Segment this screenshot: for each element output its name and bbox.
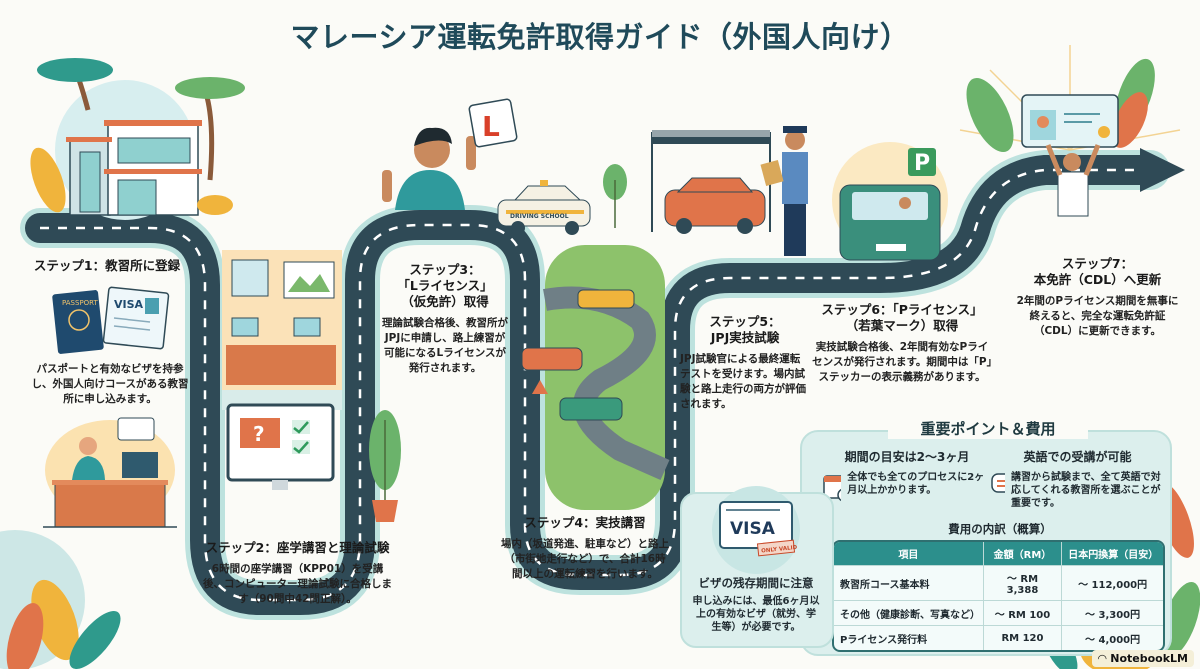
page-title: マレーシア運転免許取得ガイド（外国人向け） bbox=[290, 20, 910, 54]
step-3-title-line: 「Lライセンス」 bbox=[397, 278, 493, 293]
visa-card-warning-icon: VISA ONLY VALID bbox=[712, 486, 800, 574]
key-point-english: 英語での受講が可能 講習から試験まで、全て英語で対応してくれる教習所を選ぶことが… bbox=[990, 448, 1165, 510]
step-3-title-line: ステップ3： bbox=[409, 262, 481, 277]
fee-jpy: 〜 112,000円 bbox=[1061, 565, 1163, 600]
license-card-celebration-icon bbox=[959, 45, 1181, 217]
fees-table-header: 項目 金額（RM） 日本円換算（目安） bbox=[834, 542, 1163, 565]
table-row: Pライセンス発行料 RM 120 〜 4,000円 bbox=[834, 625, 1163, 650]
step-7-title-line: ステップ7： bbox=[1061, 256, 1134, 271]
step-3-title: ステップ3： 「Lライセンス」 （仮免許）取得 bbox=[382, 262, 508, 310]
visa-note-body: 申し込みには、最低6ヶ月以上の有効なビザ（就労、学生等）が必要です。 bbox=[692, 596, 820, 633]
step-3: ステップ3： 「Lライセンス」 （仮免許）取得 理論試験合格後、教習所がJPJに… bbox=[382, 262, 508, 376]
step-7: ステップ7： 本免許（CDL）へ更新 2年間のPライセンス期間を無事に終えると、… bbox=[1000, 256, 1195, 339]
l-plate-person-icon: L bbox=[382, 98, 518, 210]
road-center-line bbox=[40, 168, 1150, 602]
fee-rm: RM 120 bbox=[982, 625, 1062, 650]
l-plate-icon bbox=[468, 98, 518, 148]
tree-icon bbox=[603, 164, 627, 228]
notebooklm-logo-icon: ◠ bbox=[1097, 652, 1111, 665]
table-row: 教習所コース基本料 〜 RM 3,388 〜 112,000円 bbox=[834, 565, 1163, 600]
p-plate-letter: P bbox=[914, 151, 930, 176]
examiner-icon bbox=[760, 126, 808, 256]
step-7-body: 2年間のPライセンス期間を無事に終えると、完全な運転免許証（CDL）に更新できま… bbox=[1016, 295, 1179, 337]
computer-quiz-icon: ? bbox=[226, 403, 335, 490]
key-points-title: 重要ポイント＆費用 bbox=[888, 418, 1088, 439]
step-5-body: JPJ試験官による最終運転テストを受けます。場内試験と路上走行の両方が評価されま… bbox=[680, 353, 806, 410]
classroom-icon bbox=[222, 250, 342, 410]
step-6-title: ステップ6：「Pライセンス」 （若葉マーク）取得 bbox=[812, 302, 992, 334]
step-5-title-line: ステップ5： bbox=[709, 314, 781, 329]
fees-col-item: 項目 bbox=[834, 542, 983, 565]
step-3-title-line: （仮免許）取得 bbox=[401, 294, 489, 309]
step-1-title: ステップ1：教習所に登録 bbox=[33, 258, 181, 273]
fees-col-rm: 金額（RM） bbox=[982, 542, 1062, 565]
step-3-body: 理論試験合格後、教習所がJPJに申請し、路上練習が可能になるLライセンスが発行さ… bbox=[382, 317, 508, 374]
step-4-title: ステップ4：実技講習 bbox=[524, 515, 646, 530]
step-4-body: 場内（坂道発進、駐車など）と路上（市街地走行など）で、合計16時間以上の運転練習… bbox=[501, 538, 669, 580]
car-icon bbox=[664, 177, 766, 234]
fee-item: その他（健康診断、写真など） bbox=[834, 600, 983, 625]
key-point-duration: 期間の目安は2〜3ヶ月 全体でも全てのプロセスに2ヶ月以上かかります。 bbox=[822, 448, 992, 503]
l-plate-letter: L bbox=[482, 110, 500, 143]
step-4: ステップ4：実技講習 場内（坂道発進、駐車など）と路上（市街地走行など）で、合計… bbox=[500, 515, 670, 582]
fee-rm: 〜 RM 100 bbox=[982, 600, 1062, 625]
fees-table: 項目 金額（RM） 日本円換算（目安） 教習所コース基本料 〜 RM 3,388… bbox=[832, 540, 1165, 652]
practice-course-icon bbox=[521, 245, 670, 510]
fees-title: 費用の内訳（概算） bbox=[948, 522, 1052, 536]
step-2-body: 6時間の座学講習（KPP01）を受講後、コンピューター理論試験に合格します（90… bbox=[203, 563, 392, 605]
step-6-body: 実技試験合格後、2年間有効なPライセンスが発行されます。期間中は「P」ステッカー… bbox=[812, 341, 992, 383]
p-plate-icon bbox=[908, 148, 936, 176]
step-6-title-line: （若葉マーク）取得 bbox=[845, 318, 959, 333]
visa-label: VISA bbox=[114, 298, 144, 311]
step-7-title: ステップ7： 本免許（CDL）へ更新 bbox=[1000, 256, 1195, 288]
visa-note-title: ビザの残存期間に注意 bbox=[698, 576, 814, 590]
visa-note: ビザの残存期間に注意 申し込みには、最低6ヶ月以上の有効なビザ（就労、学生等）が… bbox=[684, 575, 828, 634]
step-6: ステップ6：「Pライセンス」 （若葉マーク）取得 実技試験合格後、2年間有効なP… bbox=[812, 302, 992, 385]
step-6-title-line: ステップ6：「Pライセンス」 bbox=[821, 302, 983, 317]
fee-item: 教習所コース基本料 bbox=[834, 565, 983, 600]
potted-plant-icon bbox=[369, 410, 401, 522]
driving-school-label: DRIVING SCHOOL bbox=[510, 213, 569, 220]
p-license-car-icon: P bbox=[832, 142, 948, 261]
decorative-leaves-bottom-left bbox=[0, 530, 121, 669]
visa-card-icon: VISA bbox=[102, 286, 170, 350]
key-point-english-head: 英語での受講が可能 bbox=[1023, 450, 1132, 464]
visa-note-card-label: VISA bbox=[730, 519, 776, 539]
step-1-body: パスポートと有効なビザを持参し、外国人向けコースがある教習所に申し込みます。 bbox=[31, 363, 189, 405]
finish-gate-icon bbox=[651, 130, 771, 232]
step-2: ステップ2：座学講習と理論試験 6時間の座学講習（KPP01）を受講後、コンピュ… bbox=[185, 540, 410, 607]
fees-col-jpy: 日本円換算（目安） bbox=[1061, 542, 1163, 565]
step-1: ステップ1：教習所に登録 bbox=[12, 258, 202, 274]
passport-icon: PASSPORT bbox=[52, 290, 104, 354]
driving-school-building-icon bbox=[30, 58, 245, 220]
chat-bubble-icon bbox=[991, 473, 1006, 493]
step-1-description: パスポートと有効なビザを持参し、外国人向けコースがある教習所に申し込みます。 bbox=[30, 362, 190, 407]
notebooklm-watermark: ◠ NotebookLM bbox=[1091, 650, 1194, 667]
fee-rm: 〜 RM 3,388 bbox=[982, 565, 1062, 600]
step-7-title-line: 本免許（CDL）へ更新 bbox=[1033, 272, 1162, 287]
table-row: その他（健康診断、写真など） 〜 RM 100 〜 3,300円 bbox=[834, 600, 1163, 625]
passport-label: PASSPORT bbox=[62, 299, 99, 307]
svg-text:?: ? bbox=[253, 422, 265, 446]
key-point-duration-head: 期間の目安は2〜3ヶ月 bbox=[844, 450, 970, 464]
watermark-text: NotebookLM bbox=[1110, 652, 1188, 665]
step-2-title: ステップ2：座学講習と理論試験 bbox=[205, 540, 390, 555]
fee-item: Pライセンス発行料 bbox=[834, 625, 983, 650]
fee-jpy: 〜 4,000円 bbox=[1061, 625, 1163, 650]
step-5-title: ステップ5： JPJ実技試験 bbox=[680, 314, 810, 346]
fee-jpy: 〜 3,300円 bbox=[1061, 600, 1163, 625]
arrow-right-icon bbox=[1140, 148, 1185, 192]
driving-school-car-icon: DRIVING SCHOOL bbox=[497, 180, 591, 235]
step-5: ステップ5： JPJ実技試験 JPJ試験官による最終運転テストを受けます。場内試… bbox=[680, 314, 810, 412]
key-point-english-body: 講習から試験まで、全て英語で対応してくれる教習所を選ぶことが重要です。 bbox=[1011, 472, 1161, 509]
step-5-title-line: JPJ実技試験 bbox=[710, 330, 780, 345]
visa-stamp-label: ONLY VALID bbox=[761, 545, 798, 555]
receptionist-desk-icon bbox=[43, 417, 177, 528]
key-point-duration-body: 全体でも全てのプロセスに2ヶ月以上かかります。 bbox=[847, 472, 985, 496]
calendar-clock-icon bbox=[823, 475, 842, 502]
